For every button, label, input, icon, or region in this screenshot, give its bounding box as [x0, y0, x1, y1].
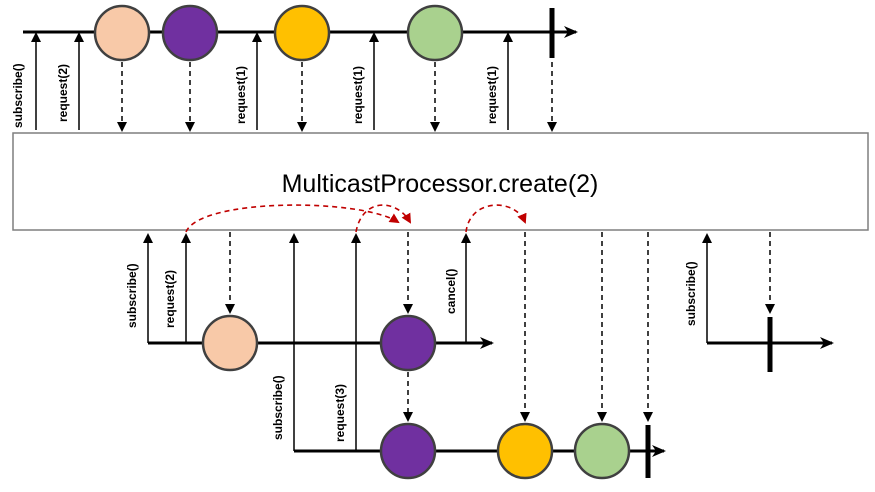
upstream-request1-label-b: request(1): [351, 66, 365, 124]
upstream-subscribe-label: subscribe(): [11, 63, 25, 128]
subscriber2-marble-yellow: [496, 422, 554, 480]
subscriber2-request3-label: request(3): [333, 384, 347, 442]
subscriber2-marble-purple: [379, 422, 437, 480]
red-arrow-request2-to-purple: [185, 204, 400, 233]
subscriber2-subscribe-label: subscribe(): [271, 375, 285, 440]
subscriber1-request2-label: request(2): [163, 270, 177, 328]
subscriber3-subscribe-label: subscribe(): [684, 261, 698, 326]
upstream-marble-yellow: [273, 4, 331, 62]
upstream-request2-label-a: request(2): [56, 64, 70, 122]
upstream-request1-label-c: request(1): [485, 66, 499, 124]
red-arrow-cancel-to-yellow: [465, 204, 527, 233]
processor-label: MulticastProcessor.create(2): [282, 170, 599, 198]
subscriber1-marble-purple: [379, 314, 437, 372]
forwarding-arrows: [185, 204, 527, 233]
upstream-request1-label-a: request(1): [234, 66, 248, 124]
subscriber1-subscribe-label: subscribe(): [125, 263, 139, 328]
subscriber1-marble-peach: [201, 314, 259, 372]
processor-box: MulticastProcessor.create(2): [12, 132, 869, 231]
red-arrow-request3-to-purple: [355, 204, 412, 233]
upstream-marble-purple: [161, 4, 219, 62]
subscriber2-marble-green: [573, 422, 631, 480]
processor-rect: [12, 132, 869, 231]
subscriber3-timeline: subscribe(): [684, 232, 834, 372]
upstream-marble-peach: [93, 4, 151, 62]
subscriber1-cancel-label: cancel(): [444, 269, 458, 314]
subscriber2-timeline: subscribe() request(3): [271, 232, 666, 480]
upstream-marble-green: [406, 4, 464, 62]
upstream-timeline: subscribe() request(2) request(1) reques…: [11, 4, 578, 132]
subscriber1-timeline: subscribe() request(2) cancel(): [125, 232, 494, 372]
